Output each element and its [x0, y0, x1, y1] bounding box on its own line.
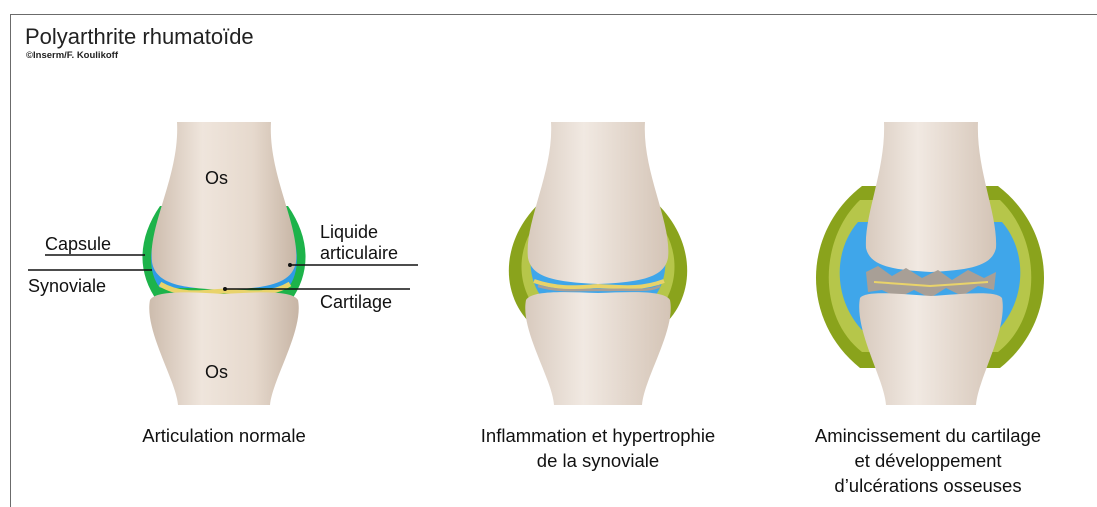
label-bone-top: Os: [205, 168, 228, 188]
bone-bottom-inflamed: [525, 292, 670, 405]
cartilage-leader-dot: [223, 287, 227, 291]
caption-thinning-line1: Amincissement du cartilage: [815, 425, 1041, 446]
label-bone-bottom: Os: [205, 362, 228, 382]
label-fluid-line1: Liquide: [320, 222, 378, 242]
label-cartilage: Cartilage: [320, 292, 392, 312]
normal-joint: Os Os Capsule Synoviale Liquide articula…: [28, 122, 418, 446]
inflamed-joint: Inflammation et hypertrophie de la synov…: [481, 122, 715, 471]
label-synovial: Synoviale: [28, 276, 106, 296]
eroded-joint: Amincissement du cartilage et développem…: [815, 122, 1044, 496]
bone-top-eroded: [866, 122, 996, 272]
caption-thinning-line2: et développement: [854, 450, 1001, 471]
bone-top-normal: [152, 122, 297, 290]
caption-normal: Articulation normale: [142, 425, 306, 446]
caption-inflamed-line2: de la synoviale: [537, 450, 659, 471]
bone-top-inflamed: [528, 122, 669, 284]
label-capsule: Capsule: [45, 234, 111, 254]
caption-thinning-line3: d’ulcérations osseuses: [834, 475, 1021, 496]
bone-bottom-normal: [149, 292, 298, 405]
bone-bottom-eroded: [859, 293, 1003, 405]
caption-inflamed-line1: Inflammation et hypertrophie: [481, 425, 715, 446]
label-fluid-line2: articulaire: [320, 243, 398, 263]
fluid-leader-dot: [288, 263, 292, 267]
